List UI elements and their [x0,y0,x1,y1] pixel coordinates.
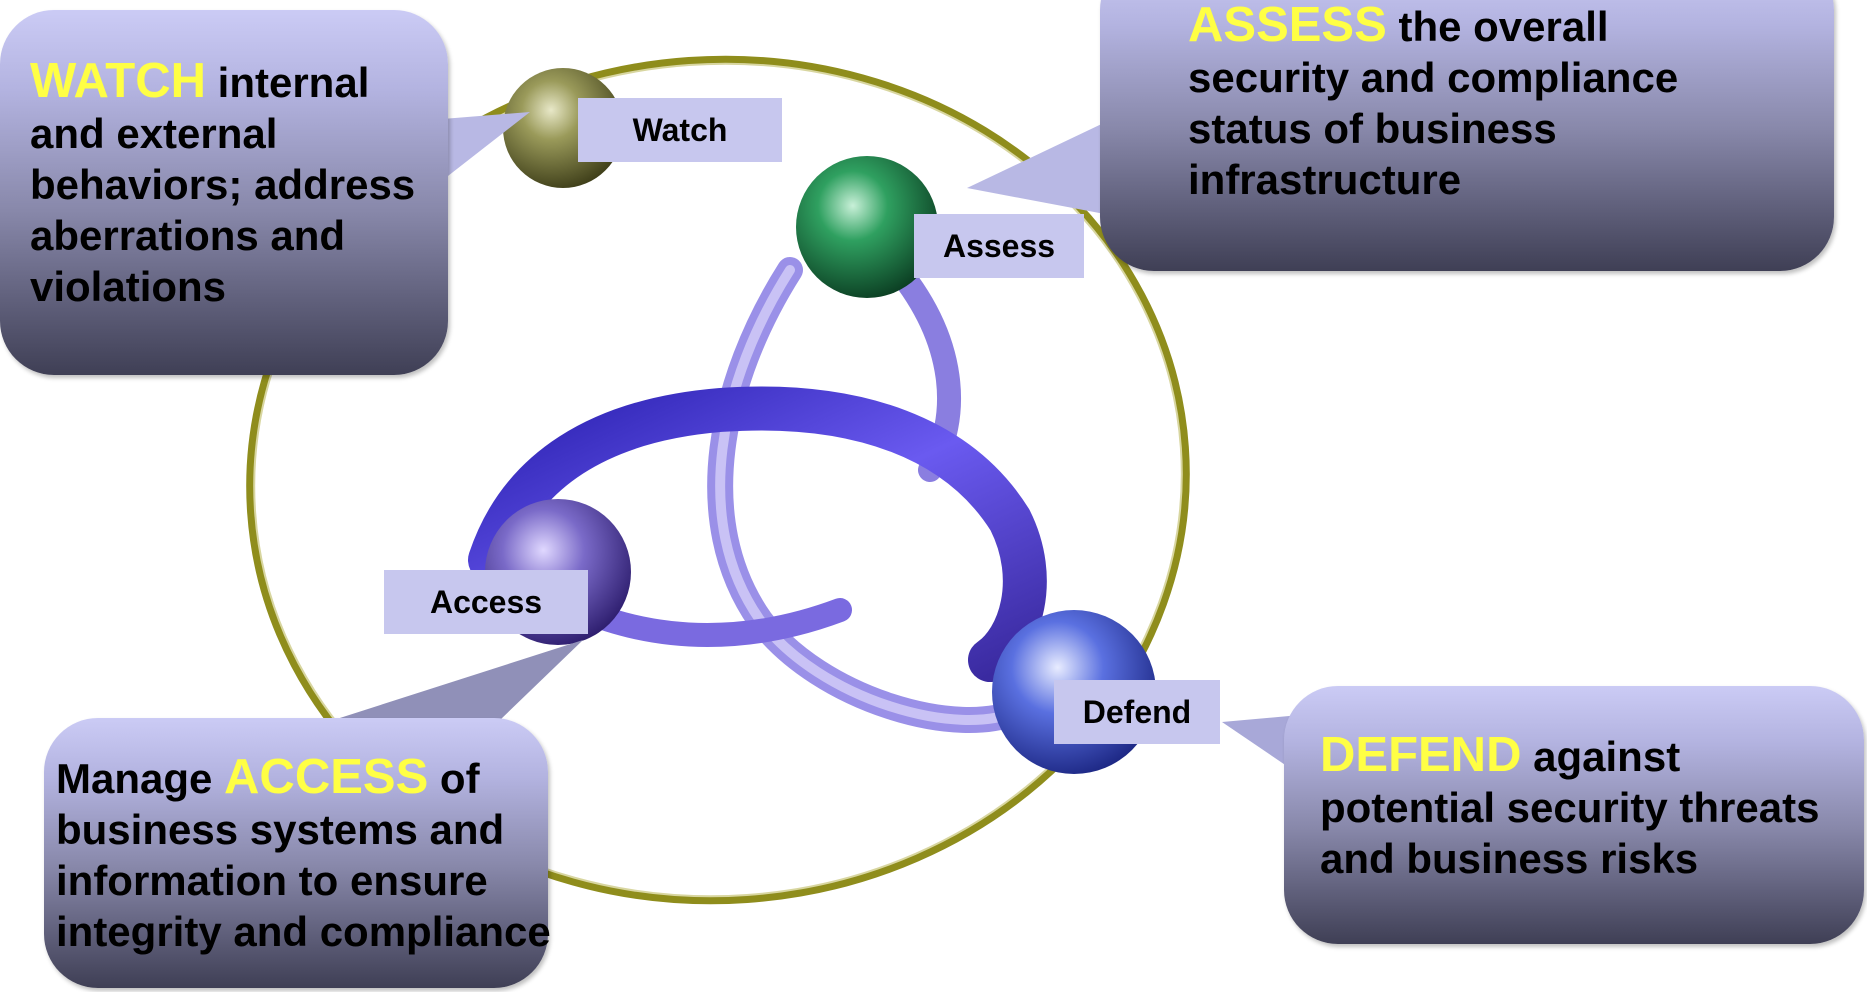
ribbon-knot [468,248,1047,733]
assess-keyword: ASSESS [1188,0,1387,52]
access-label: Access [384,570,588,634]
defend-pointer [1222,715,1300,775]
outer-ring [246,55,1190,905]
watch-callout: WATCH internal and external behaviors; a… [0,10,448,375]
defend-label: Defend [1054,680,1220,744]
access-keyword: ACCESS [224,750,429,804]
assess-pointer [967,120,1110,215]
assess-callout-text: ASSESS the overall security and complian… [1188,0,1679,203]
access-callout-text: Manage ACCESS of business systems and in… [56,750,551,956]
watch-label: Watch [578,98,782,162]
assess-label: Assess [914,214,1084,278]
assess-callout: ASSESS the overall security and complian… [1100,0,1834,271]
defend-callout-text: DEFEND against potential security threat… [1320,728,1820,883]
defend-callout: DEFEND against potential security threat… [1284,686,1864,944]
defend-keyword: DEFEND [1320,728,1522,782]
access-pointer [318,640,583,725]
access-callout: Manage ACCESS of business systems and in… [44,718,551,988]
watch-pointer [430,112,530,190]
assess-sphere [796,156,938,298]
watch-callout-text: WATCH internal and external behaviors; a… [30,54,416,311]
watch-keyword: WATCH [30,54,206,108]
